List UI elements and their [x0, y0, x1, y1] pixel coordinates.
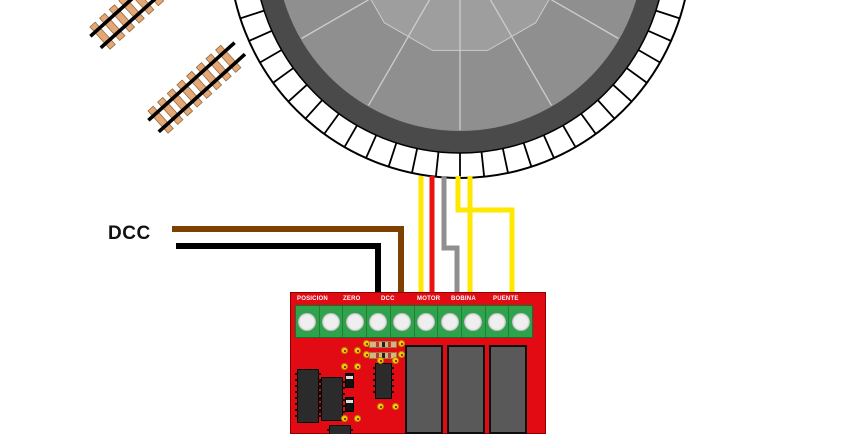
relay-1 [405, 345, 443, 434]
terminal-hole [298, 312, 317, 331]
terminal-2 [320, 306, 344, 337]
wire-gray [441, 176, 460, 306]
terminal-9 [486, 306, 510, 337]
diode-1 [345, 373, 354, 388]
terminal-hole [511, 312, 530, 331]
terminal-hole [393, 312, 412, 331]
terminal-hole [416, 312, 435, 331]
turntable-tie-segments [240, 9, 680, 178]
terminal-3 [343, 306, 368, 337]
solder-pad [341, 415, 348, 422]
solder-pad [398, 351, 405, 358]
solder-pad [341, 363, 348, 370]
solder-pad [354, 363, 361, 370]
solder-pad [392, 357, 399, 364]
terminal-4 [367, 306, 391, 337]
solder-pad [392, 403, 399, 410]
terminal-hole [322, 312, 341, 331]
wiring [172, 176, 515, 306]
solder-pad [363, 351, 370, 358]
track-stub-upper [89, 0, 171, 50]
terminal-label-dcc: DCC [381, 296, 395, 302]
wire-dcc-black [176, 243, 381, 306]
terminal-label-posicion: POSICION [297, 296, 328, 302]
wire-yellow-right [455, 176, 515, 306]
solder-pads [291, 293, 545, 433]
pcb-board: POSICION ZERO DCC MOTOR BOBINA PUENTE [290, 292, 546, 434]
terminal-hole [464, 312, 483, 331]
turntable [234, 0, 686, 179]
solder-pad [363, 340, 370, 347]
ic-chip-3 [373, 363, 394, 399]
wire-dcc-brown [172, 226, 404, 306]
solder-pad [398, 340, 405, 347]
terminal-label-bobina: BOBINA [451, 296, 476, 302]
solder-pad [354, 415, 361, 422]
relay-3 [489, 345, 527, 434]
diode-2 [345, 397, 354, 412]
terminal-7 [438, 306, 462, 337]
terminal-10 [509, 306, 532, 337]
terminal-hole [369, 312, 388, 331]
terminal-label-strip: POSICION ZERO DCC MOTOR BOBINA PUENTE [291, 293, 545, 304]
solder-pad [377, 357, 384, 364]
turntable-sector-lines [301, 0, 619, 130]
terminal-hole [440, 312, 459, 331]
solder-pad [341, 347, 348, 354]
ic-chip-4 [327, 425, 353, 434]
ic-chip-2 [319, 377, 345, 421]
track-stub-lower [147, 41, 247, 134]
terminal-label-zero: ZERO [343, 296, 361, 302]
dcc-label: DCC [108, 223, 151, 244]
terminal-5 [391, 306, 415, 337]
terminal-1 [296, 306, 320, 337]
terminal-label-puente: PUENTE [493, 296, 519, 302]
solder-pad [354, 347, 361, 354]
terminal-label-motor: MOTOR [417, 296, 441, 302]
terminal-hole [487, 312, 506, 331]
terminal-hole [345, 312, 364, 331]
terminal-6 [415, 306, 439, 337]
terminal-block [295, 305, 533, 338]
terminal-8 [462, 306, 486, 337]
solder-pad [377, 403, 384, 410]
relay-2 [447, 345, 485, 434]
